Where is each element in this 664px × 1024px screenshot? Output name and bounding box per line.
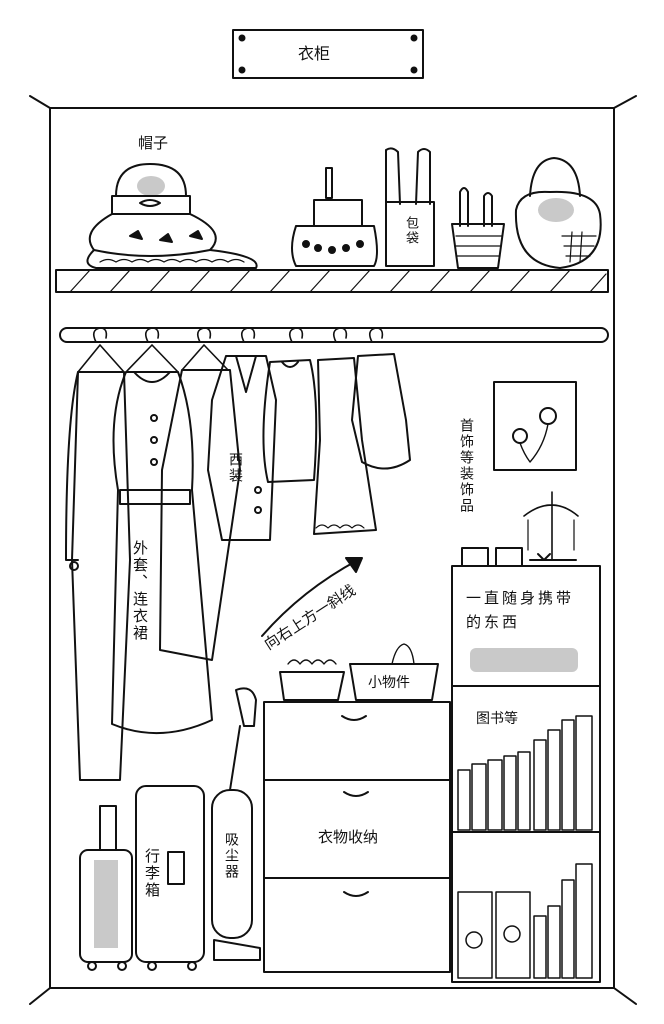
- label-hat: 帽子: [138, 134, 169, 152]
- dress-icon: [351, 353, 411, 470]
- suitcase-icon: [79, 805, 133, 971]
- hat-icon: [86, 163, 258, 269]
- handbag-icon: [291, 167, 378, 267]
- tote-bag-icon: [385, 147, 435, 267]
- dress-icon: [262, 359, 318, 483]
- coat-icon: [159, 369, 241, 661]
- label-carry-items: 一直随身携带的东西: [466, 589, 575, 631]
- flower-picture-icon: [493, 381, 577, 471]
- label-bag: 包袋: [403, 216, 418, 246]
- basket-icon: [279, 643, 439, 701]
- vacuum-cleaner-icon: [211, 687, 261, 961]
- small-boxes: [461, 547, 523, 567]
- purse-icon: [514, 157, 602, 269]
- suitcase-icon: [135, 785, 205, 971]
- book-icon: [457, 715, 593, 831]
- label-luggage: 行李箱: [143, 848, 161, 899]
- top-shelf: [55, 269, 609, 293]
- label-vacuum: 吸尘器: [223, 832, 239, 880]
- sign-title: 衣柜: [298, 44, 331, 63]
- dress-icon: [111, 371, 213, 735]
- wardrobe-frame: [29, 95, 637, 1005]
- book-icon: [457, 863, 593, 979]
- label-jewelry: 首饰等装饰品: [458, 418, 474, 514]
- suit-icon: [207, 355, 277, 541]
- jewelry-stand-icon: [523, 491, 579, 561]
- label-books: 图书等: [476, 711, 518, 727]
- hanger-icon: [77, 327, 384, 373]
- label-suit: 西装: [227, 452, 243, 484]
- dress-icon: [313, 357, 377, 535]
- label-coat: 外套、连衣裙: [131, 540, 149, 642]
- label-small-items: 小物件: [368, 675, 410, 691]
- label-clothes-storage: 衣物收纳: [318, 828, 379, 846]
- coat-icon: [65, 371, 131, 781]
- sign-board: [232, 29, 424, 79]
- bookshelf: [451, 685, 601, 983]
- arrow-up-right-icon: [261, 557, 363, 637]
- hanging-rod: [59, 327, 609, 343]
- basket-icon: [451, 187, 505, 269]
- drawer-icon: [263, 701, 451, 973]
